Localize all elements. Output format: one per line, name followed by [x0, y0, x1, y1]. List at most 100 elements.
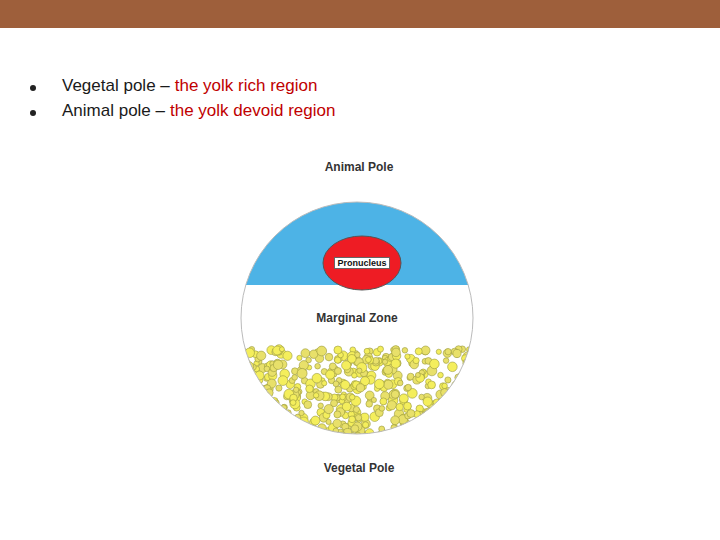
- yolk-granule: [273, 360, 282, 369]
- yolk-granule: [300, 430, 309, 435]
- yolk-granule: [240, 368, 246, 374]
- yolk-granule: [334, 346, 342, 354]
- yolk-granule: [267, 410, 275, 418]
- yolk-granule: [467, 404, 474, 412]
- yolk-granule: [453, 349, 461, 357]
- yolk-granule: [433, 431, 440, 435]
- yolk-granule: [251, 411, 257, 417]
- yolk-granule: [241, 362, 248, 369]
- yolk-granule: [364, 348, 370, 354]
- yolk-granule: [290, 400, 296, 406]
- yolk-granule: [293, 431, 299, 435]
- yolk-granule: [388, 431, 393, 435]
- yolk-granule: [465, 434, 471, 435]
- egg-outline: [241, 202, 473, 434]
- yolk-granule: [348, 355, 357, 364]
- yolk-granule: [245, 362, 254, 371]
- yolk-granule: [402, 348, 408, 354]
- yolk-granule: [384, 380, 393, 389]
- yolk-granule: [435, 413, 443, 421]
- yolk-granule: [272, 425, 278, 431]
- yolk-granule: [467, 409, 474, 417]
- yolk-granule: [466, 392, 473, 399]
- yolk-granule: [443, 358, 449, 364]
- yolk-granule: [405, 384, 411, 390]
- yolk-granule: [405, 354, 410, 359]
- yolk-granule: [384, 365, 393, 374]
- yolk-granule: [395, 431, 402, 435]
- yolk-granule: [413, 358, 419, 364]
- yolk-granule: [419, 394, 425, 400]
- yolk-granule: [313, 393, 318, 398]
- yolk-granule: [333, 419, 341, 427]
- yolk-granule: [272, 423, 279, 430]
- yolk-granule: [383, 366, 392, 375]
- yolk-granule: [252, 402, 258, 408]
- yolk-granule: [242, 421, 249, 428]
- yolk-granule: [308, 427, 316, 435]
- yolk-granule: [349, 416, 356, 423]
- yolk-granule: [242, 377, 248, 383]
- yolk-granule: [465, 403, 472, 410]
- yolk-granule: [292, 375, 298, 381]
- yolk-granule: [317, 346, 327, 356]
- yolk-granule: [448, 408, 457, 417]
- yolk-granule: [460, 375, 467, 382]
- yolk-granule: [355, 415, 361, 421]
- yolk-granule: [357, 368, 362, 373]
- yolk-granule: [439, 419, 444, 424]
- yolk-granule: [255, 426, 260, 431]
- yolk-granule: [452, 403, 461, 412]
- yolk-granule: [387, 401, 396, 410]
- yolk-granule: [468, 429, 474, 435]
- yolk-granule: [460, 385, 470, 395]
- yolk-granule: [249, 377, 256, 384]
- yolk-granule: [257, 411, 266, 420]
- yolk-granule: [341, 380, 350, 389]
- yolk-granule: [278, 411, 284, 417]
- yolk-granule: [279, 347, 284, 352]
- yolk-granule: [428, 381, 436, 389]
- yolk-granule: [460, 414, 465, 419]
- yolk-granule: [463, 401, 470, 408]
- yolk-granule: [257, 351, 266, 360]
- pronucleus-outline: [323, 236, 401, 290]
- yolk-granule: [292, 425, 299, 432]
- bullet-definition: the yolk rich region: [175, 76, 318, 96]
- yolk-granule: [430, 412, 438, 420]
- yolk-granule: [424, 412, 431, 419]
- yolk-granule: [324, 405, 333, 414]
- yolk-granule: [467, 383, 474, 393]
- yolk-granule: [378, 346, 384, 352]
- yolk-granule: [423, 397, 432, 406]
- yolk-granule: [451, 400, 460, 409]
- yolk-granule: [448, 362, 458, 372]
- yolk-granule: [322, 381, 327, 386]
- bullet-term: Animal pole –: [62, 101, 165, 121]
- yolk-granule: [290, 431, 297, 435]
- yolk-granule: [301, 349, 310, 358]
- yolk-granule: [335, 368, 342, 375]
- bullet-dot: [30, 85, 36, 91]
- yolk-granule: [382, 359, 387, 364]
- yolk-granule: [465, 362, 471, 368]
- yolk-granule: [425, 411, 435, 421]
- yolk-granule: [465, 376, 470, 381]
- yolk-granule: [292, 418, 298, 424]
- yolk-granule: [242, 426, 252, 435]
- yolk-granule: [265, 410, 274, 419]
- yolk-granule: [453, 422, 462, 431]
- yolk-granule: [390, 431, 399, 435]
- yolk-granule: [333, 381, 339, 387]
- yolk-granule: [280, 429, 289, 435]
- pronucleus-label: Pronucleus: [334, 257, 389, 269]
- marginal-zone-fill: [240, 201, 474, 435]
- yolk-granule: [382, 434, 391, 435]
- yolk-granule: [441, 404, 450, 413]
- yolk-granule: [441, 389, 449, 397]
- yolk-granule: [240, 373, 244, 382]
- yolk-granule: [352, 373, 357, 378]
- yolk-granule: [312, 373, 322, 383]
- yolk-granule: [430, 427, 436, 433]
- yolk-granule: [283, 416, 289, 422]
